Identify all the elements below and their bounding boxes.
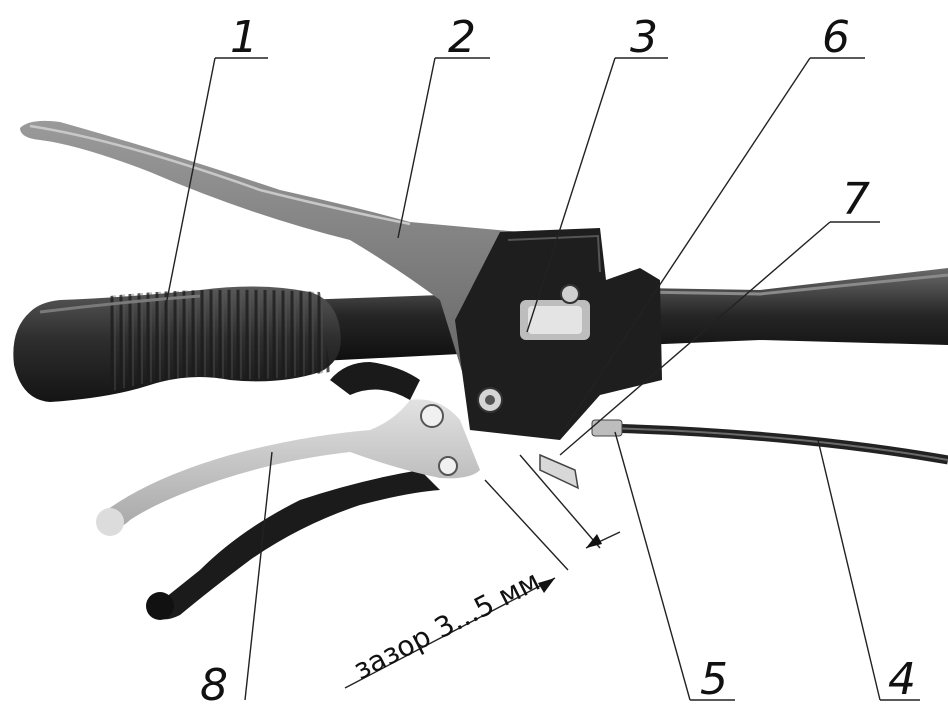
callout-3: 3: [630, 12, 658, 63]
leader-lines: [164, 57, 920, 701]
control-cable: [591, 419, 948, 465]
callout-2: 2: [448, 12, 476, 63]
gap-label: зазор 3...5 мм: [348, 564, 545, 686]
handlebar-grip: [13, 286, 341, 402]
callout-4: 4: [888, 654, 916, 705]
callout-6: 6: [822, 12, 850, 63]
callout-1: 1: [230, 12, 258, 63]
callout-7: 7: [842, 174, 870, 225]
callout-5: 5: [700, 654, 728, 705]
lower-dark-lever: [146, 470, 440, 620]
callout-8: 8: [200, 660, 228, 709]
throttle-lever: [96, 362, 480, 536]
callout-labels: 1 2 3 6 7 8 5 4: [200, 12, 916, 709]
lever-housing: [455, 228, 662, 490]
